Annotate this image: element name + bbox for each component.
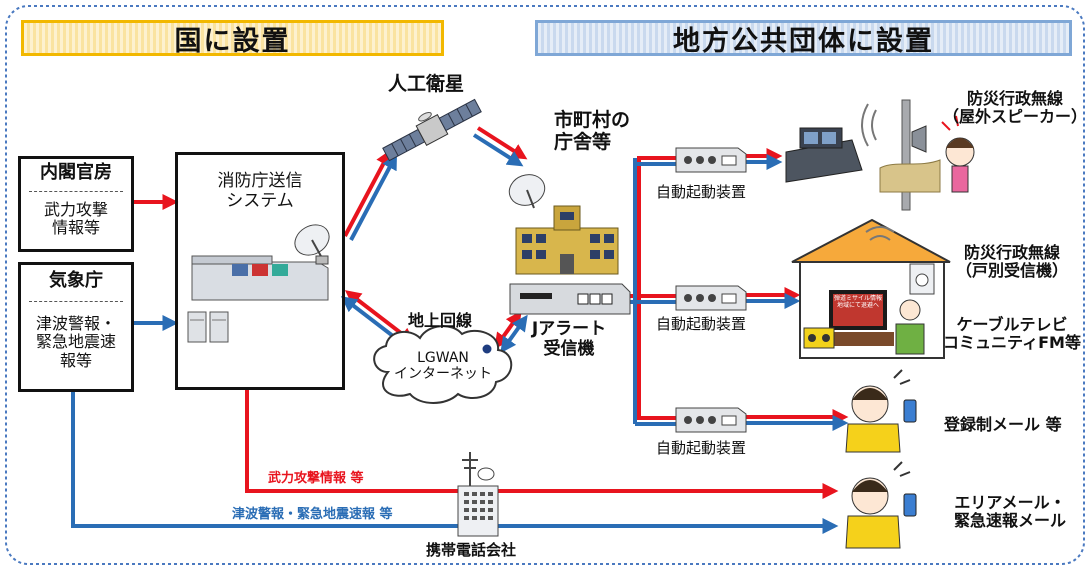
carrier-label: 携帯電話会社 [426,541,517,559]
output-area-mail-label: エリアメール・ 緊急速報メール [953,493,1066,531]
output-cable-tv-label: ケーブルテレビ コミュニティFM等 [943,315,1081,353]
jalert-receiver-icon [509,283,631,315]
armed-attack-line-label: 武力攻撃情報 等 [268,471,364,486]
lgwan-label: LGWAN インターネット [394,350,492,383]
arrow-lgwan-jalert-blue [500,314,528,354]
speaker-pole-icon [861,99,941,211]
satellite-icon [382,98,482,162]
line-armed-attack [245,390,839,499]
person-phone-icon-area-mail [845,461,917,549]
auto-start-device-label-1: 自動起動装置 [656,183,747,201]
header-local: 地方公共団体に設置 [535,20,1072,57]
tsunami-line-label: 津波警報・緊急地震速報 等 [232,507,393,522]
fdma-equipment-icon [187,224,330,343]
person-phone-icon-email [845,369,917,453]
auto-start-device-label-3: 自動起動装置 [656,439,747,457]
house-icon [791,218,951,359]
jma-divider [29,301,123,302]
auto-start-device-3-icon [675,407,747,433]
broadcast-console-icon [785,127,863,183]
cabinet-divider [29,191,123,192]
outer-frame [5,5,1085,565]
satellite-label: 人工衛星 [388,73,465,95]
jma-title: 気象庁 [49,270,103,291]
cabinet-title: 内閣官房 [40,162,112,183]
auto-start-device-1-icon [675,147,747,173]
header-national: 国に設置 [21,20,444,57]
output-outdoor-speaker-label: 防災行政無線 （屋外スピーカー） [942,89,1087,127]
cabinet-secretariat-box: 内閣官房 武力攻撃 情報等 [18,156,134,252]
ground-line-label: 地上回線 [408,311,473,330]
fdma-system-box [175,152,345,390]
carrier-building-icon [457,452,499,537]
tv-screen-text: 弾道ミサイル情報 地域にて退避へ [833,295,882,309]
lgwan-cloud-icon [373,325,513,404]
municipal-office-label: 市町村の 庁舎等 [554,109,631,153]
municipal-building-icon [508,174,619,275]
auto-start-device-2-icon [675,285,747,311]
output-household-receiver-label: 防災行政無線 （戸別受信機） [955,243,1068,281]
child-figure-icon [941,115,975,193]
auto-start-device-label-2: 自動起動装置 [656,315,747,333]
arrow-fdma-to-satellite-blue [349,153,398,241]
arrow-satellite-to-dish-blue [472,133,524,167]
cabinet-body: 武力攻撃 情報等 [43,200,108,238]
output-email-label: 登録制メール 等 [944,415,1062,434]
jma-box: 気象庁 津波警報・ 緊急地震速 報等 [18,262,134,392]
jma-body: 津波警報・ 緊急地震速 報等 [35,314,116,370]
jalert-receiver-label: Jアラート 受信機 [531,319,607,359]
fdma-system-label: 消防庁送信 システム [217,171,303,211]
line-tsunami [71,392,839,534]
arrow-fdma-to-satellite-red [343,149,392,237]
